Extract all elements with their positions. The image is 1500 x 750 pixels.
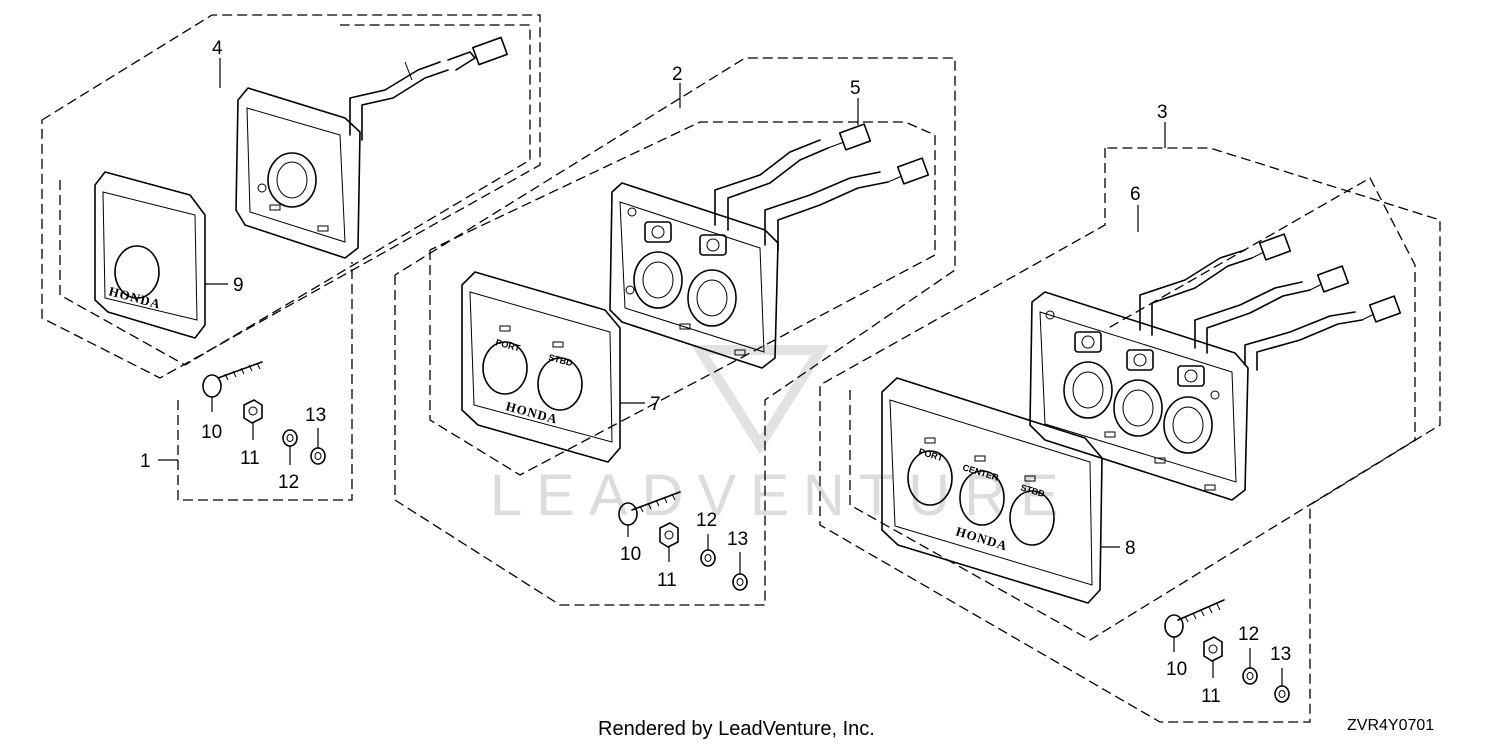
outline-assembly-5: [429, 121, 936, 476]
watermark-text: LEADVENTURE: [490, 463, 1073, 528]
outline-kit-1: [177, 262, 353, 501]
hardware-set-3: [1164, 599, 1290, 703]
watermark: LEADVENTURE: [490, 345, 1073, 528]
callout-11-set-2: 11: [657, 570, 677, 591]
callout-13-set-2: 13: [727, 529, 748, 550]
diagram-code: ZVR4Y0701: [1347, 717, 1435, 734]
outline-assembly-2: [394, 57, 956, 606]
callout-12-set-3: 12: [1238, 624, 1259, 645]
callout-6: 6: [1130, 184, 1141, 205]
label-port-triple: PORT: [917, 446, 944, 463]
callout-10-set-2: 10: [620, 544, 641, 565]
outline-assembly-4: [41, 14, 541, 379]
assembly-outlines: [41, 14, 1441, 723]
switch-box-single: HONDA: [94, 36, 508, 339]
leadventure-v-logo: [690, 345, 830, 455]
callout-13-set-3: 13: [1270, 644, 1291, 665]
callout-10-set-1: 10: [201, 422, 222, 443]
rendered-by-credit: Rendered by LeadVenture, Inc.: [598, 718, 875, 740]
callout-12-set-1: 12: [278, 472, 299, 493]
callouts: 4 2 5 3 6 9 7 8 1 10 11 12 13 10 11 12 1…: [140, 38, 1291, 707]
label-stbd-dual: STBD: [547, 352, 574, 368]
callout-9: 9: [233, 275, 244, 296]
outline-assembly-3: [819, 147, 1441, 723]
callout-12-set-2: 12: [696, 510, 717, 531]
outline-assembly-9: [59, 24, 531, 366]
callout-11-set-3: 11: [1201, 686, 1221, 707]
callout-8: 8: [1125, 538, 1136, 559]
callout-1: 1: [140, 451, 151, 472]
callout-3: 3: [1157, 102, 1168, 123]
callout-2: 2: [672, 64, 683, 85]
callout-10-set-3: 10: [1166, 659, 1187, 680]
switch-box-dual: PORT STBD HONDA: [461, 123, 930, 463]
leader-lines: [158, 58, 1283, 686]
callout-7: 7: [650, 394, 661, 415]
callout-5: 5: [850, 78, 861, 99]
callout-4: 4: [212, 38, 223, 59]
brand-label-cover-7: HONDA: [504, 398, 559, 426]
outline-assembly-6: [849, 177, 1416, 641]
callout-11-set-1: 11: [240, 448, 260, 469]
label-port-dual: PORT: [494, 337, 521, 353]
brand-label-cover-8: HONDA: [954, 524, 1009, 554]
callout-13-set-1: 13: [305, 405, 326, 426]
switch-box-triple: PORT CENTER STBD HONDA: [881, 233, 1402, 604]
